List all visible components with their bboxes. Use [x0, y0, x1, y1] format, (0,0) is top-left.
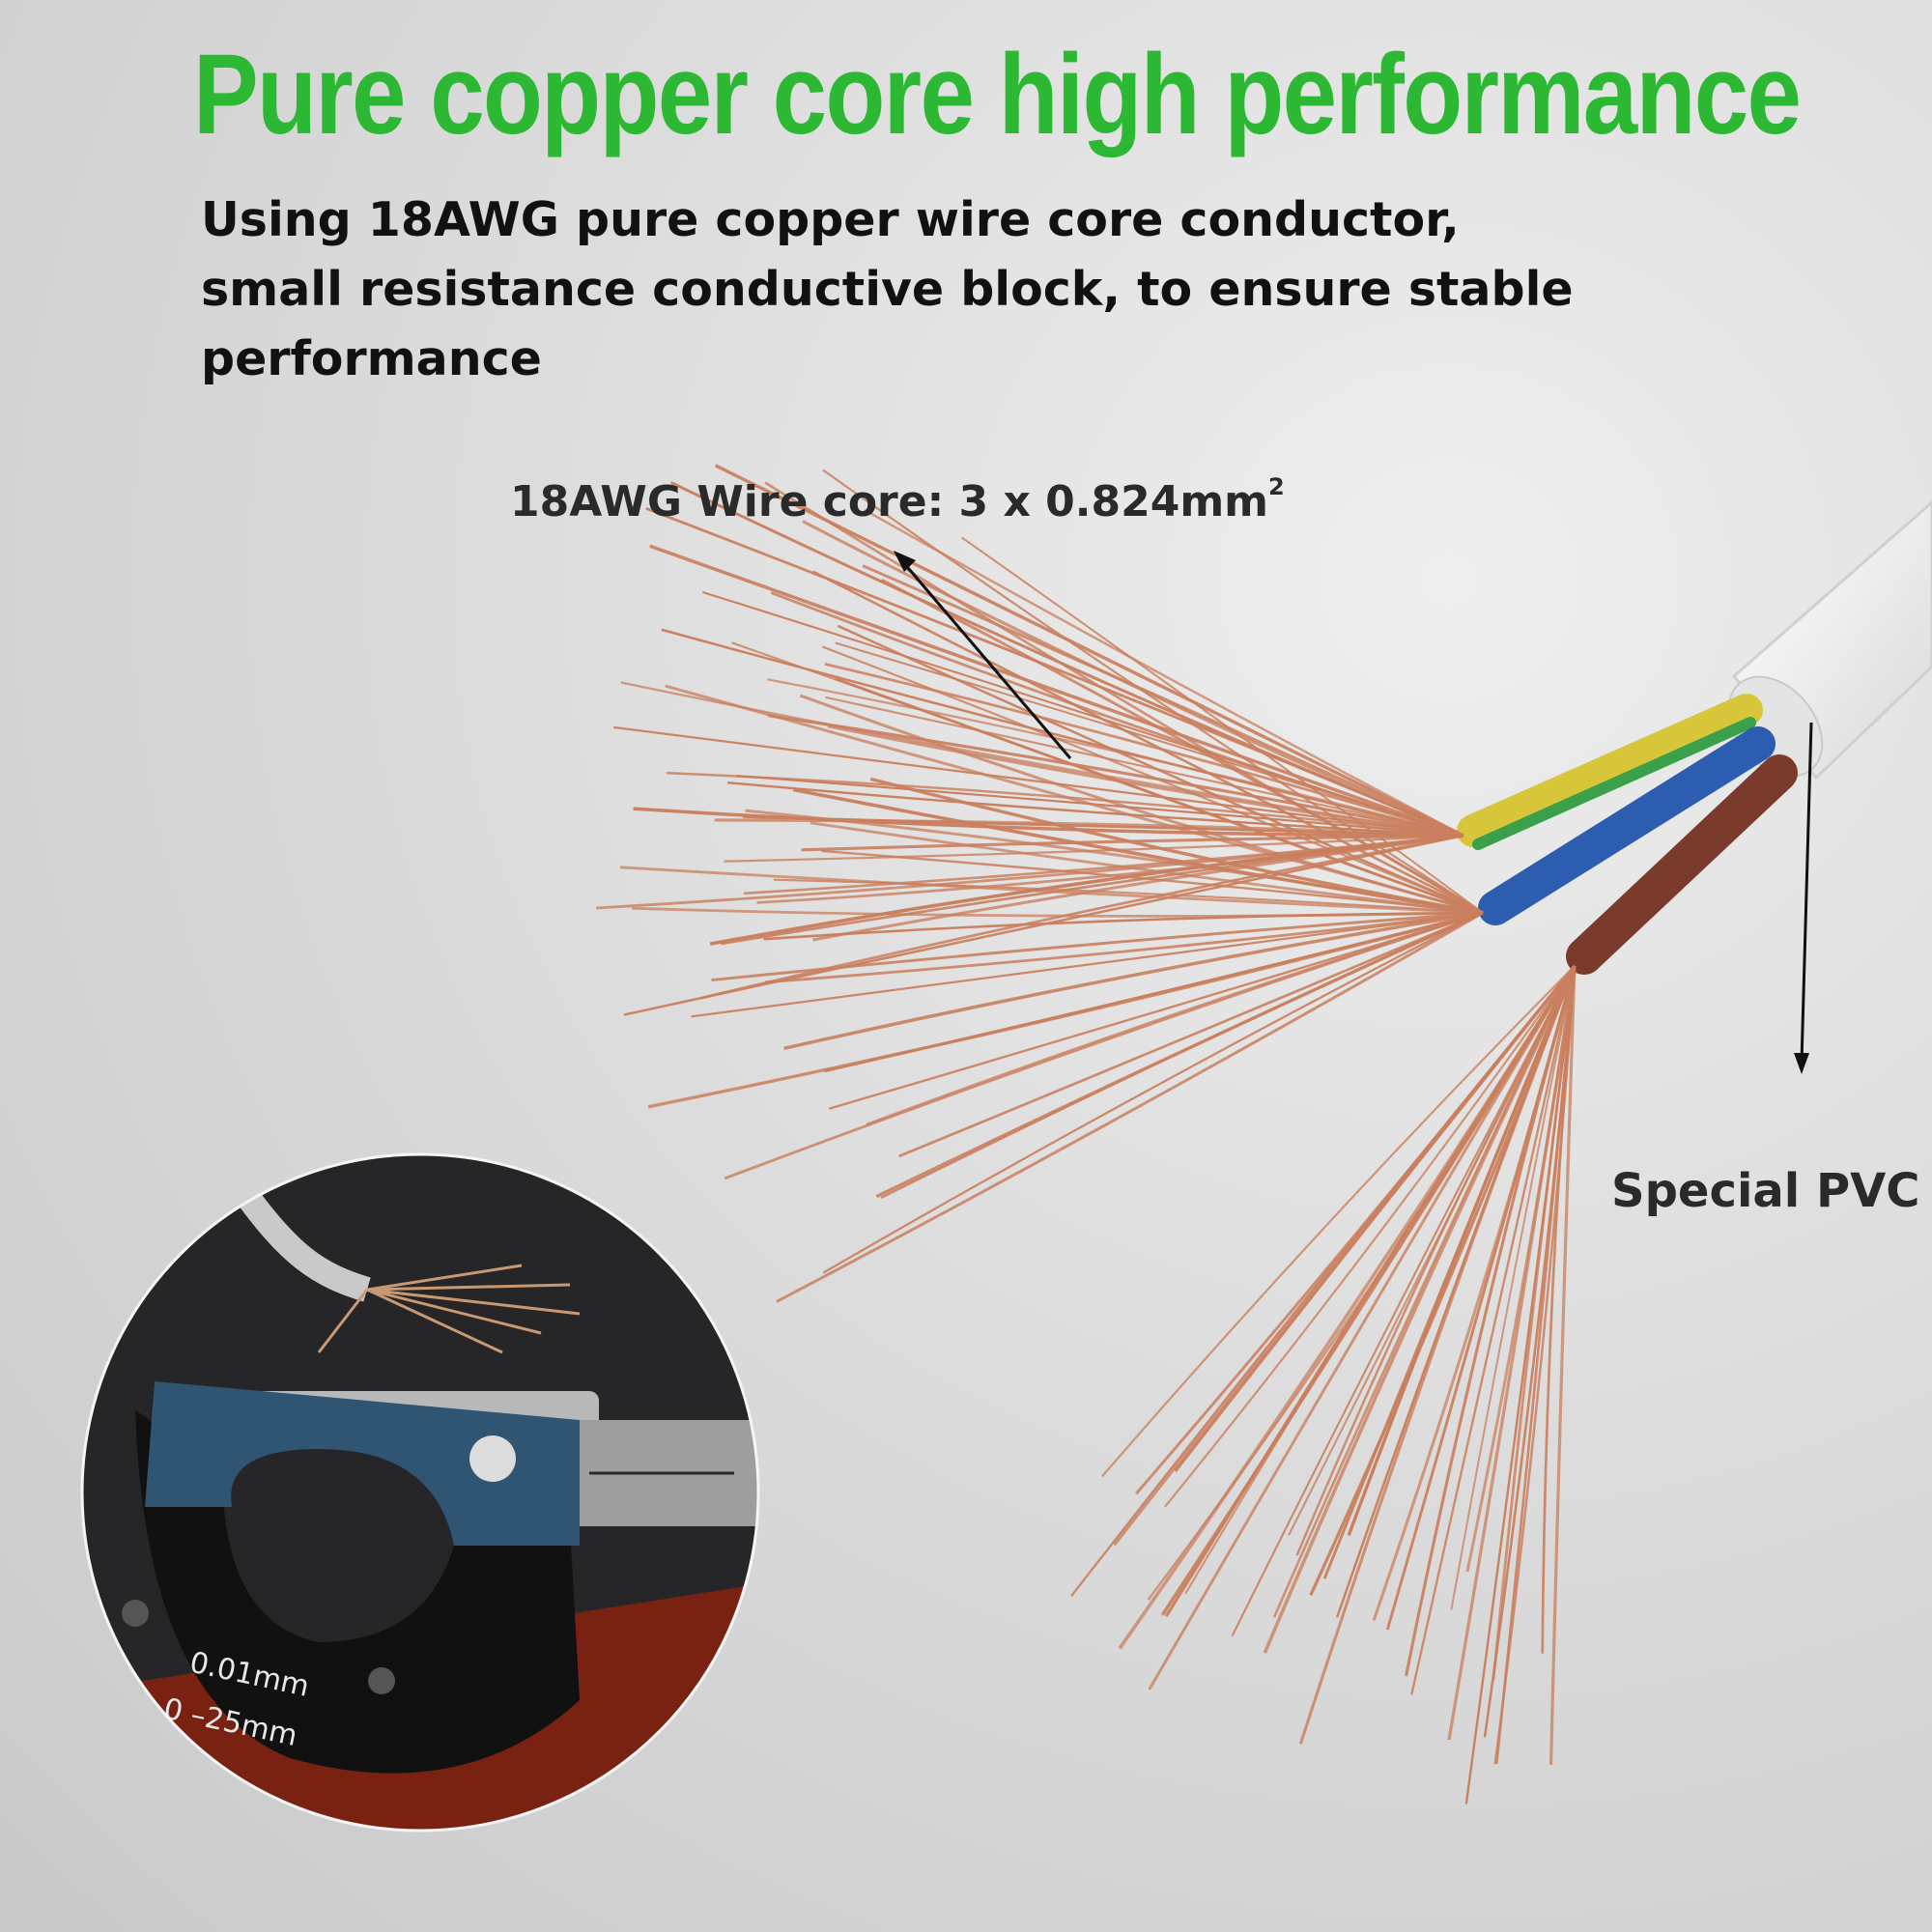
copper-strand	[1231, 965, 1576, 1636]
copper-strand	[1148, 965, 1577, 1690]
copper-strand	[1288, 965, 1576, 1536]
copper-strand	[869, 777, 1484, 915]
wire-core-label-superscript: 2	[1268, 473, 1285, 500]
copper-strand	[619, 866, 1484, 915]
copper-strand	[783, 911, 1484, 1050]
copper-strand	[756, 834, 1464, 904]
copper-strand	[711, 911, 1484, 982]
copper-strand	[1272, 965, 1577, 1618]
insulated-wires	[1457, 694, 1798, 975]
copper-strand	[612, 725, 1464, 838]
special-pvc-label: Special PVC	[1611, 1164, 1920, 1218]
copper-strand	[647, 911, 1484, 1109]
copper-strand	[764, 481, 1484, 915]
copper-strand	[812, 570, 1484, 915]
micrometer-inset: 0.01mm 0 –25mm	[80, 1152, 760, 1833]
copper-strand	[1263, 965, 1577, 1654]
copper-strand	[961, 536, 1484, 914]
copper-strand	[661, 628, 1464, 838]
copper-strand	[1118, 965, 1577, 1650]
copper-strand	[837, 624, 1484, 915]
copper-strand	[1164, 965, 1576, 1508]
copper-strand	[835, 677, 1484, 915]
copper-strand	[1135, 965, 1577, 1495]
copper-strand	[1322, 965, 1577, 1579]
description: Using 18AWG pure copper wire core conduc…	[201, 185, 1574, 394]
copper-strand	[862, 564, 1464, 838]
copper-strand	[827, 724, 1464, 838]
copper-strand	[727, 781, 1464, 838]
copper-strand	[765, 911, 1484, 984]
copper-strand	[633, 807, 1464, 838]
copper-strand	[1410, 965, 1577, 1695]
copper-strand	[802, 520, 1464, 838]
copper-strand	[810, 821, 1484, 915]
core-pointer-arrow	[894, 551, 1072, 759]
description-line-1: Using 18AWG pure copper wire core conduc…	[201, 192, 1460, 247]
copper-strand	[724, 911, 1484, 1180]
copper-strand	[1464, 965, 1577, 1804]
copper-strand	[1147, 965, 1577, 1601]
copper-strand	[1101, 965, 1576, 1478]
copper-strand	[631, 906, 1484, 918]
brown-wire	[1566, 754, 1798, 975]
description-line-2: small resistance conductive block, to en…	[201, 262, 1574, 317]
copper-strand	[1465, 965, 1577, 1573]
copper-strand	[1548, 965, 1577, 1765]
copper-strand	[822, 469, 1484, 914]
yellow-green-wire	[1457, 694, 1763, 847]
copper-strand	[770, 591, 1464, 838]
copper-strand	[776, 911, 1484, 1303]
copper-strand	[821, 849, 1484, 915]
copper-strand	[880, 911, 1484, 1200]
copper-strand	[793, 787, 1484, 915]
copper-strand	[1495, 965, 1577, 1764]
pvc-pointer-arrow	[1794, 722, 1813, 1074]
copper-strand	[822, 911, 1484, 1274]
wire-core-label: 18AWG Wire core: 3 x 0.824mm2	[510, 473, 1285, 526]
copper-strand	[800, 694, 1484, 915]
copper-strand	[691, 911, 1484, 1018]
description-line-3: performance	[201, 331, 542, 386]
copper-strand	[824, 911, 1484, 1073]
copper-strand	[1450, 965, 1576, 1610]
headline: Pure copper core high performance	[193, 31, 1802, 158]
copper-strands	[596, 464, 1577, 1804]
copper-strand	[736, 775, 1464, 838]
copper-strand	[822, 645, 1484, 915]
copper-strand	[649, 544, 1464, 838]
copper-strand	[824, 662, 1464, 838]
copper-strand	[825, 696, 1464, 838]
wire-core-label-text: 18AWG Wire core: 3 x 0.824mm	[510, 477, 1269, 526]
copper-strand	[1309, 965, 1577, 1597]
copper-strand	[897, 911, 1484, 1158]
blue-wire	[1478, 726, 1776, 925]
copper-strand	[1385, 965, 1577, 1631]
copper-strand	[828, 911, 1484, 1110]
